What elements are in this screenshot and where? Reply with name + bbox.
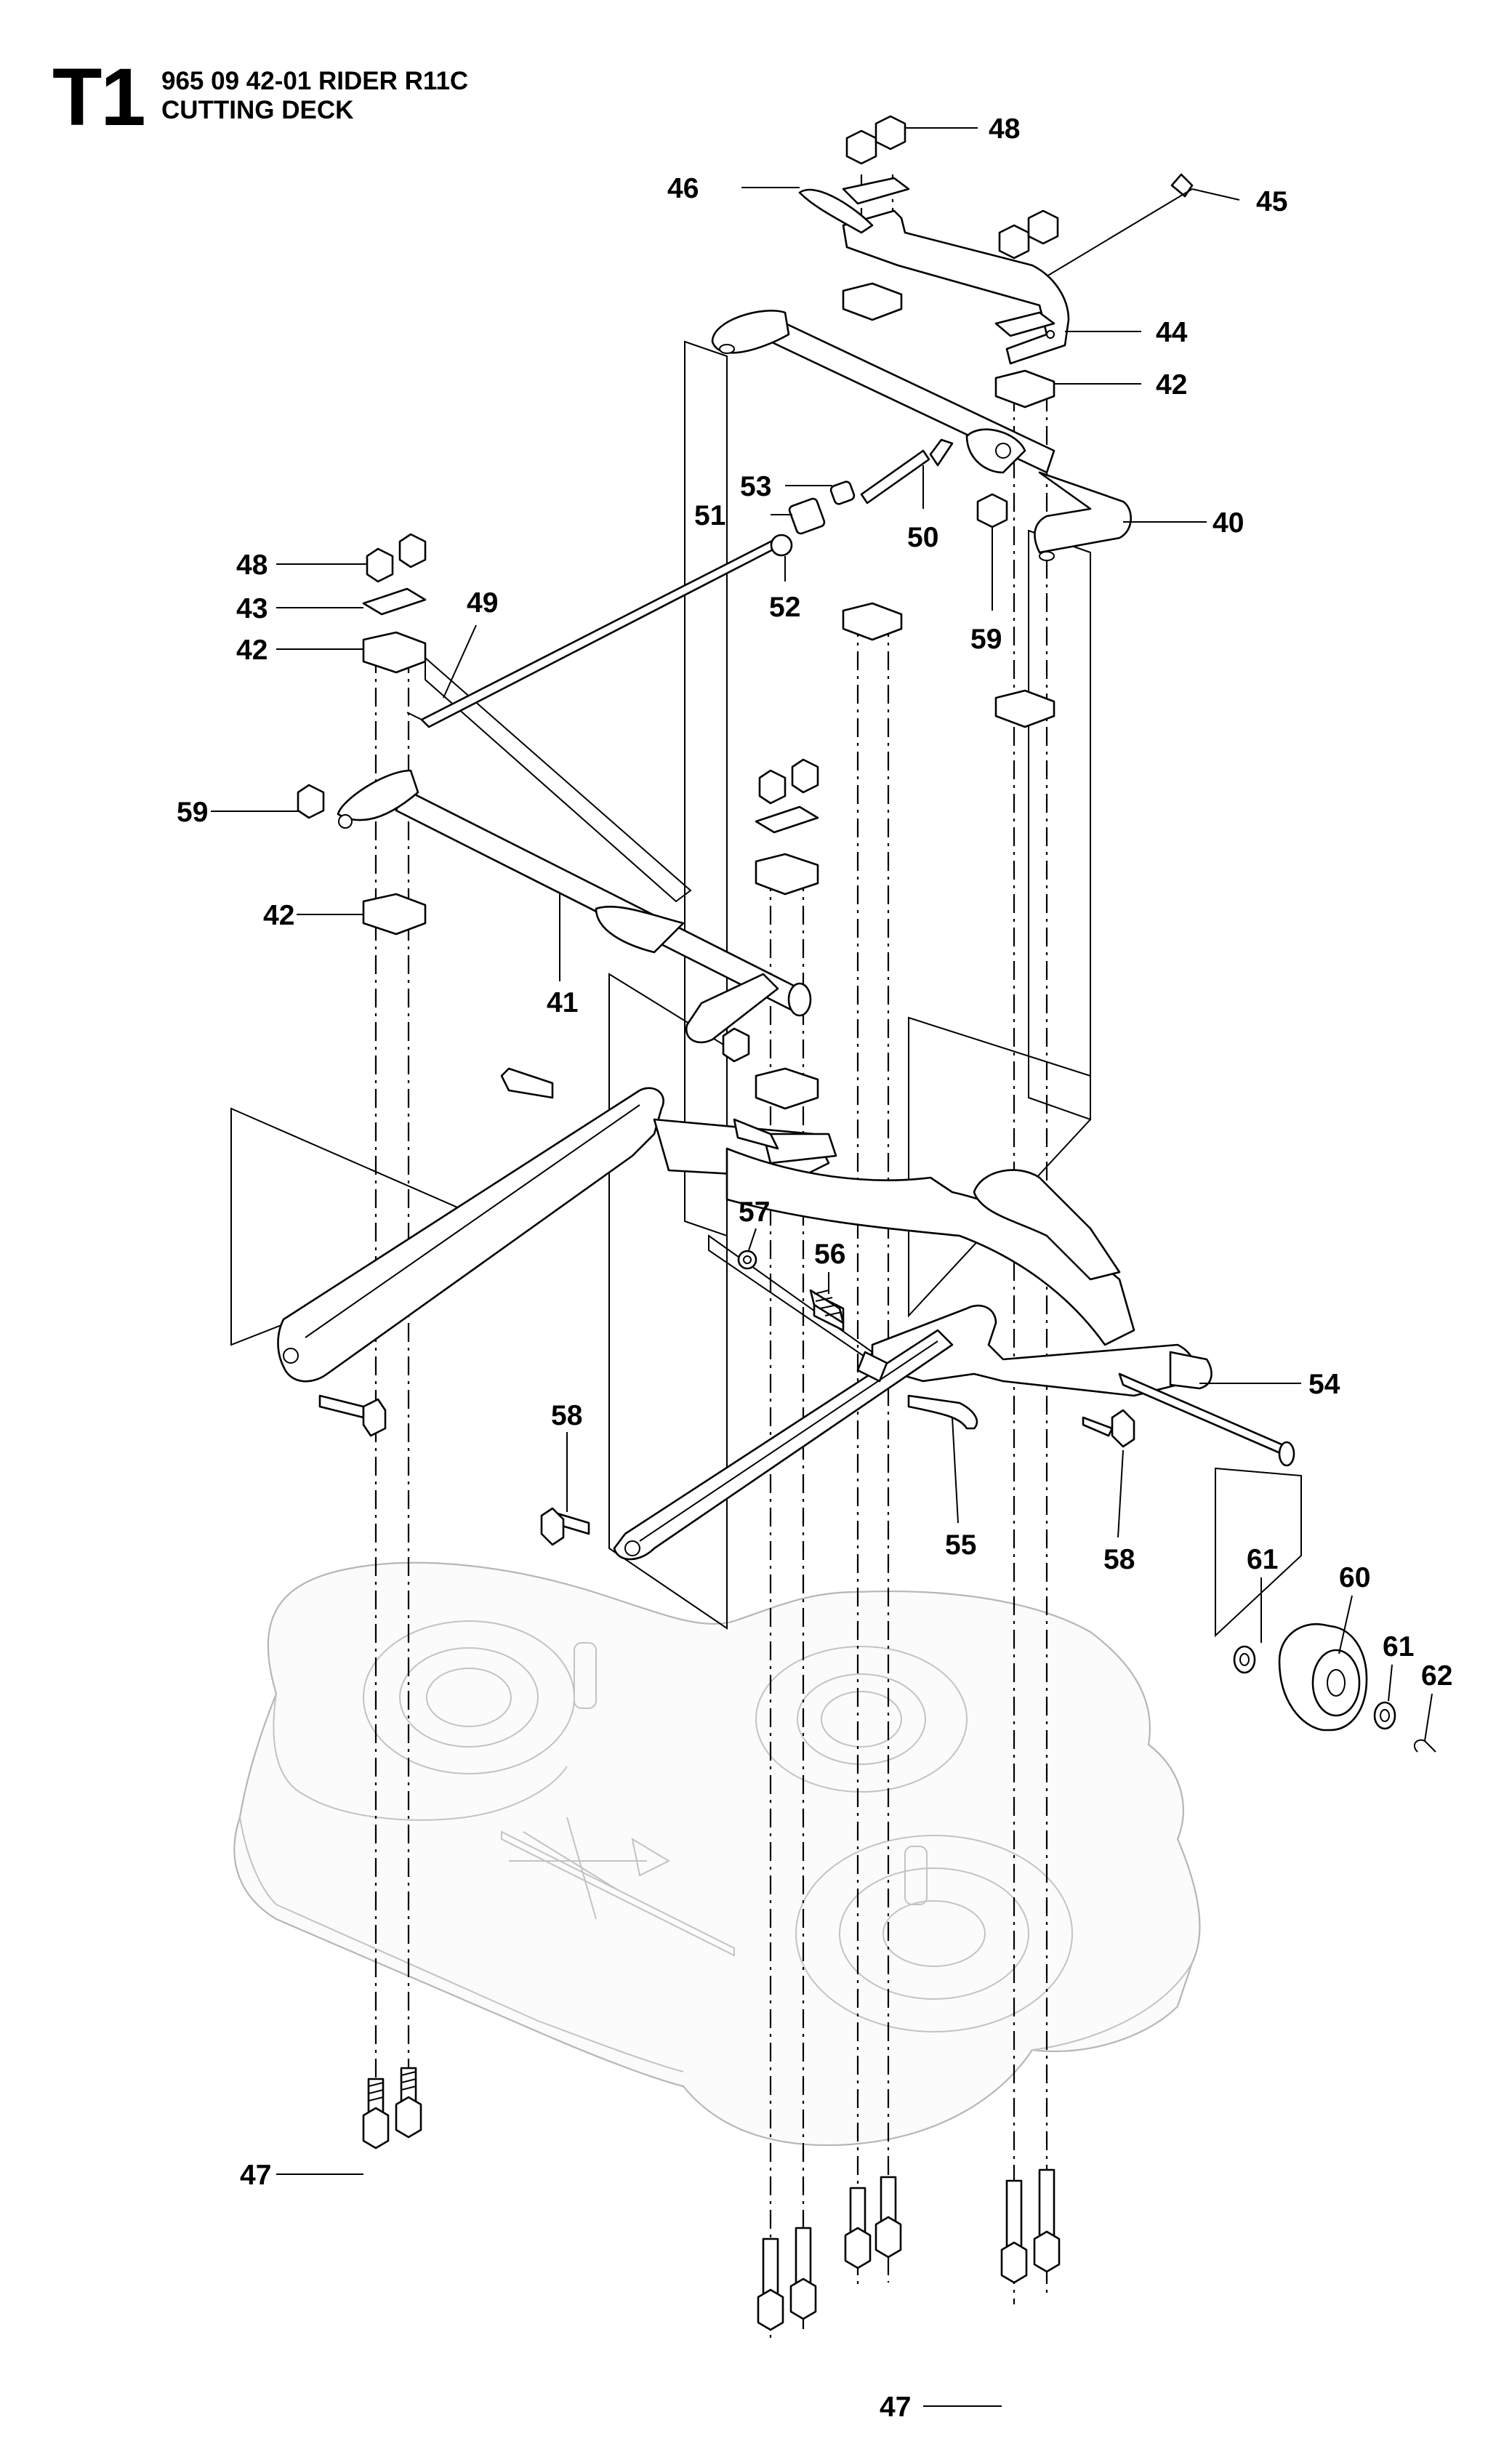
callout-51: 51 — [694, 500, 725, 531]
callout-43: 43 — [236, 593, 268, 624]
upper-lift-shaft — [711, 310, 1132, 561]
callout-42-top: 42 — [1156, 369, 1187, 401]
callout-42-mid: 42 — [263, 900, 294, 931]
callout-47-bottom: 47 — [880, 2392, 911, 2423]
callout-52: 52 — [769, 592, 800, 623]
callout-45: 45 — [1256, 186, 1287, 217]
top-nuts — [842, 115, 1059, 337]
callout-61-top: 61 — [1247, 1544, 1278, 1575]
model-line: 965 09 42-01 RIDER R11C — [161, 67, 469, 95]
callout-48-left: 48 — [236, 550, 268, 581]
leader-lines — [211, 127, 1433, 2407]
adjuster-rod — [406, 438, 1008, 728]
callout-53: 53 — [740, 471, 771, 502]
lift-bracket — [798, 173, 1194, 728]
spring-and-washer — [737, 1250, 845, 1324]
callout-58-right: 58 — [1103, 1544, 1135, 1575]
left-stack — [362, 533, 427, 936]
callout-57: 57 — [739, 1197, 770, 1228]
callout-47-left: 47 — [240, 2160, 271, 2191]
callout-42-left: 42 — [236, 635, 268, 666]
gauge-wheel — [1233, 1622, 1436, 1753]
header: T1 965 09 42-01 RIDER R11C CUTTING DECK — [0, 0, 654, 145]
callout-50: 50 — [907, 522, 938, 553]
callout-55: 55 — [945, 1529, 976, 1561]
right-hanger-arm — [540, 1292, 1295, 1561]
callout-60: 60 — [1339, 1562, 1370, 1593]
callout-54: 54 — [1308, 1369, 1340, 1400]
callout-62: 62 — [1421, 1660, 1452, 1692]
reference-frames — [230, 340, 1302, 1638]
lower-lift-shaft — [297, 769, 812, 1063]
center-stack — [755, 758, 819, 1110]
assembly-name: CUTTING DECK — [161, 96, 354, 124]
callout-59-right: 59 — [970, 624, 1002, 655]
callout-58-left: 58 — [551, 1400, 582, 1431]
callout-59-left: 59 — [177, 797, 208, 828]
callout-61-bottom: 61 — [1383, 1631, 1414, 1662]
main-cross-arm — [725, 1118, 1135, 1346]
section-code: T1 — [52, 52, 146, 142]
callout-labels: 48 46 45 44 42 53 51 50 40 52 59 48 43 4… — [177, 113, 1452, 2423]
deck-bolts — [362, 2067, 1061, 2331]
callout-48-top: 48 — [989, 113, 1020, 145]
callout-49: 49 — [467, 587, 498, 619]
callout-41: 41 — [547, 987, 578, 1018]
cutting-deck — [233, 1561, 1201, 2147]
callout-44: 44 — [1156, 317, 1188, 348]
callout-56: 56 — [814, 1239, 845, 1270]
callout-46: 46 — [667, 173, 699, 204]
callout-40: 40 — [1213, 507, 1244, 539]
left-hanger-arm — [277, 1067, 837, 1437]
